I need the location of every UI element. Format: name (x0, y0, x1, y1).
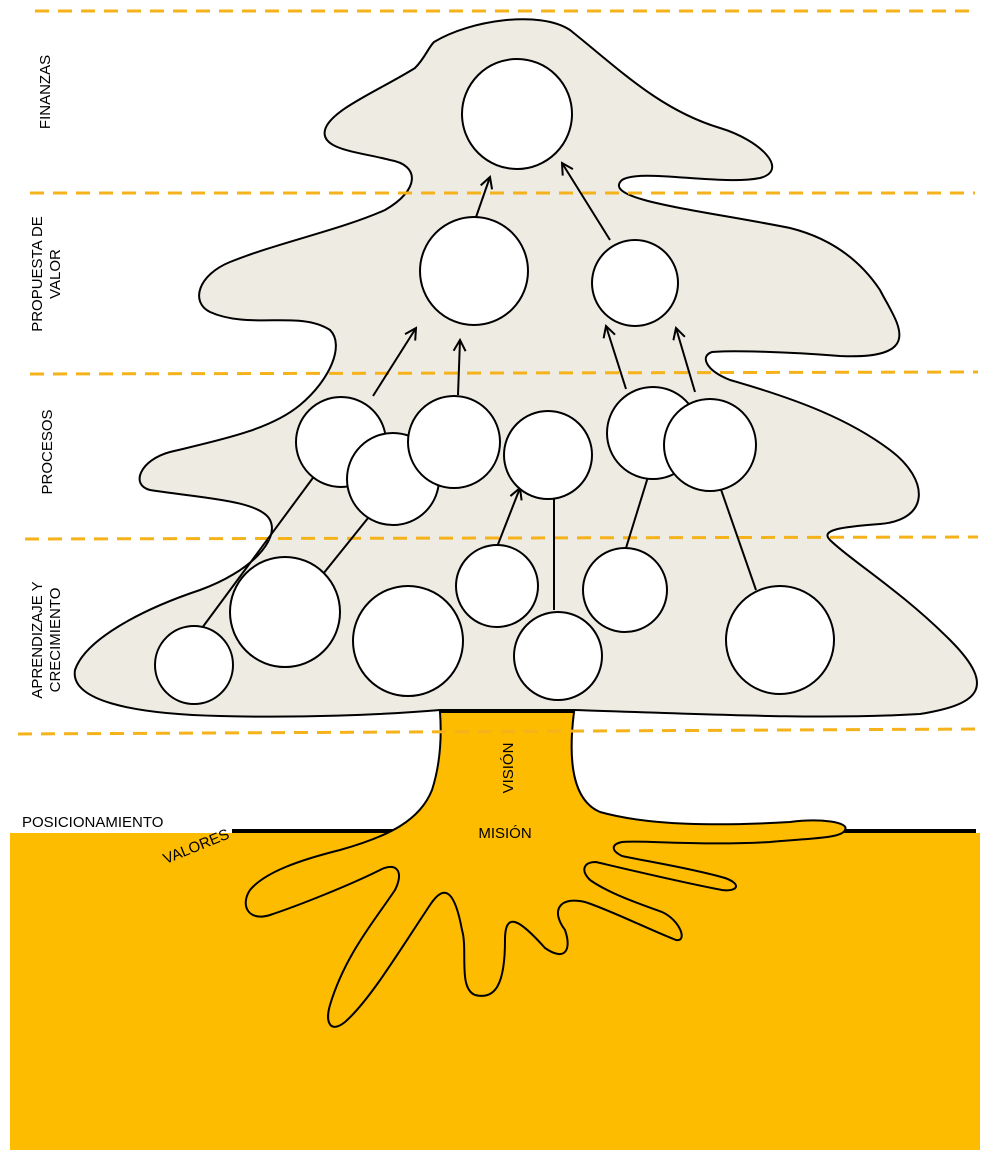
objective-circle-aprendizaje-7 (725, 585, 835, 695)
label-procesos: PROCESOS (39, 409, 56, 494)
label-propuesta-de-valor: PROPUESTA DE VALOR (29, 216, 64, 332)
arrow (372, 328, 416, 397)
arrow (474, 177, 490, 221)
label-aprendizaje-line2: CRECIMIENTO (47, 588, 64, 693)
objective-circle-aprendizaje-4 (455, 544, 539, 628)
tree-foliage (73, 18, 978, 718)
objective-circle-finanzas (461, 58, 573, 170)
separator-line-3 (29, 370, 979, 376)
objective-circle-aprendizaje-3 (352, 585, 464, 697)
label-finanzas: FINANZAS (37, 55, 54, 129)
separator-line-4 (24, 535, 979, 541)
label-propuesta-line2: VALOR (47, 249, 64, 299)
objective-circle-propuesta-2 (591, 239, 679, 327)
arrow (494, 488, 520, 553)
objective-circle-propuesta-1 (419, 216, 529, 326)
objective-circle-aprendizaje-5 (513, 611, 603, 701)
arrow (606, 326, 627, 390)
objective-circle-procesos-6 (663, 398, 757, 492)
arrow (458, 340, 460, 396)
label-propuesta-line1: PROPUESTA DE (29, 216, 46, 332)
objective-circle-procesos-3 (407, 395, 501, 489)
arrow (676, 328, 696, 393)
tree-trunk-roots (244, 711, 847, 1028)
label-mision: MISIÓN (478, 825, 531, 842)
perspective-separators (17, 9, 979, 736)
label-aprendizaje-line1: APRENDIZAJE Y (29, 581, 46, 698)
objective-circle-procesos-4 (503, 410, 593, 500)
label-vision: VISIÓN (500, 743, 517, 794)
objective-circles (154, 58, 835, 705)
objective-circle-aprendizaje-6 (582, 547, 668, 633)
arrow (562, 163, 611, 241)
label-posicionamiento: POSICIONAMIENTO (22, 814, 163, 831)
objective-circle-aprendizaje-1 (154, 625, 234, 705)
objective-circle-aprendizaje-2 (229, 556, 341, 668)
label-aprendizaje-y-crecimiento: APRENDIZAJE Y CRECIMIENTO (29, 581, 64, 698)
